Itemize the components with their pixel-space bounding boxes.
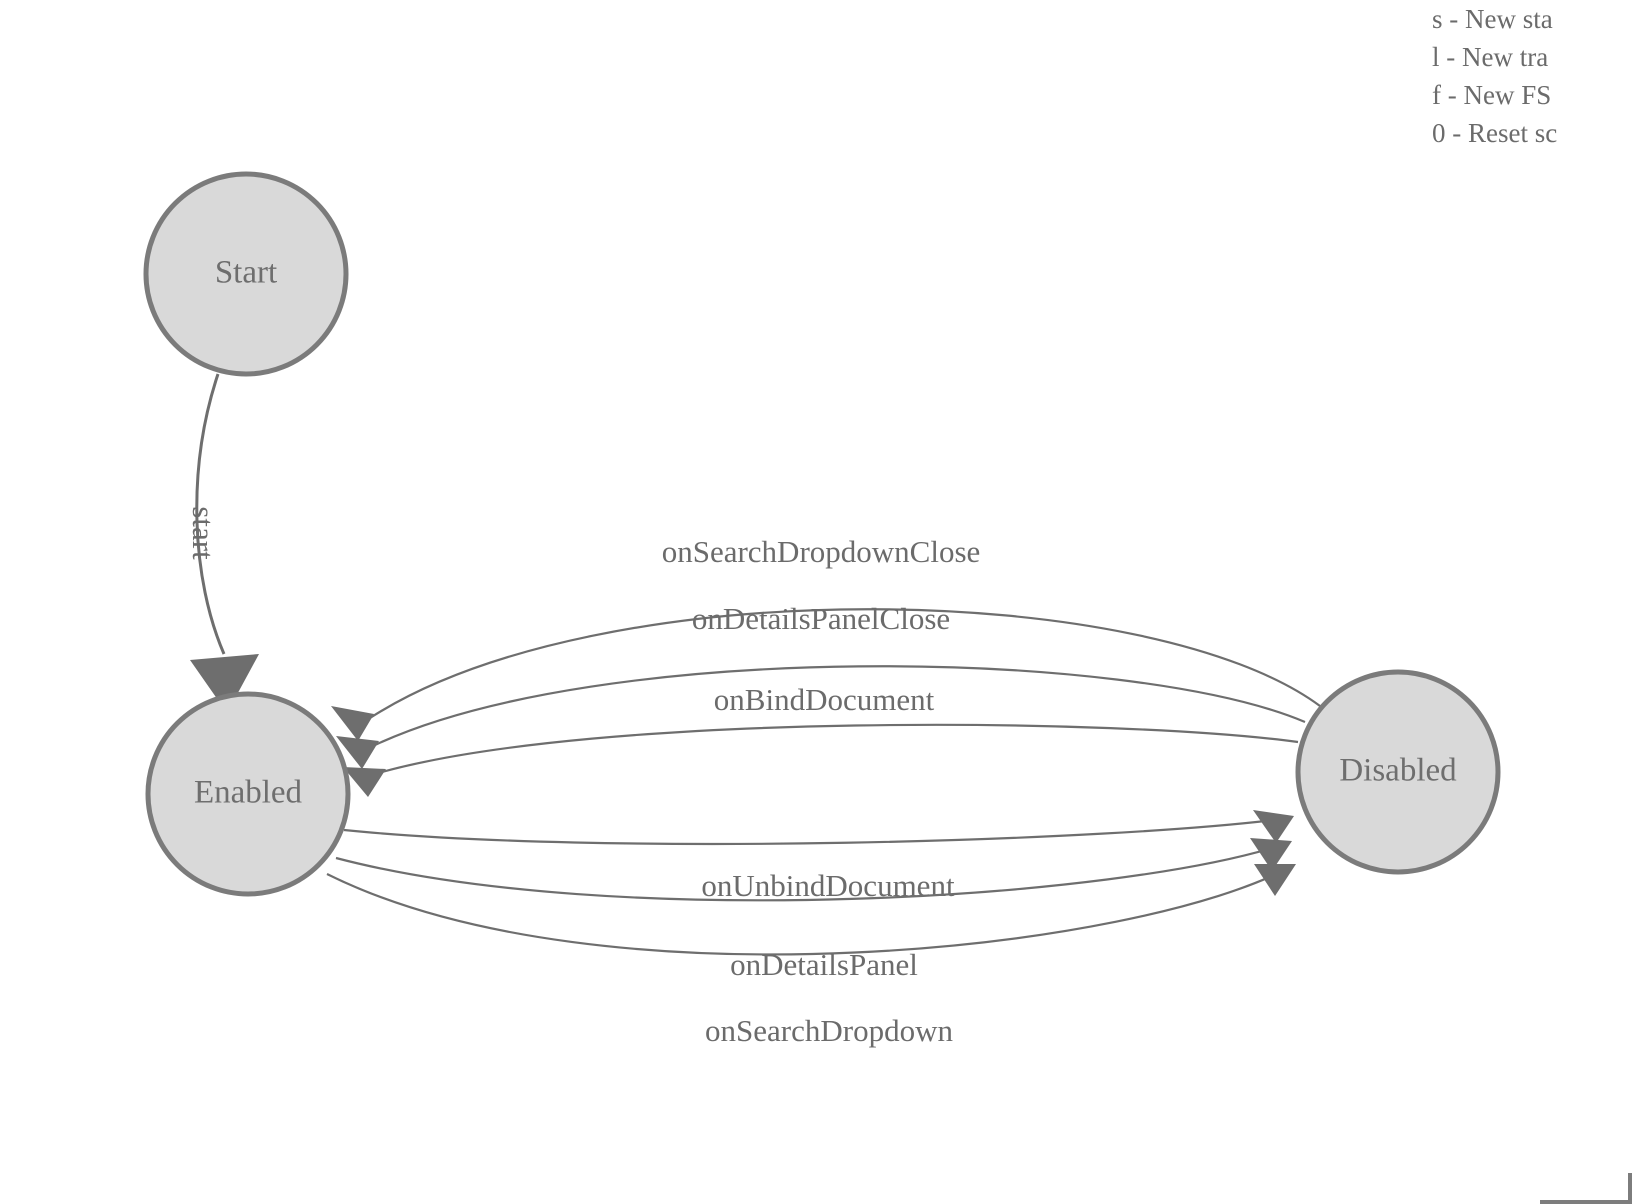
transition-start[interactable]: start xyxy=(186,373,259,713)
transition-label: onUnbindDocument xyxy=(701,868,955,903)
keyboard-shortcut-help: s - New sta l - New tra f - New FS 0 - R… xyxy=(1432,0,1632,152)
state-circle[interactable] xyxy=(1295,669,1501,875)
transition-on-unbind-document[interactable]: onUnbindDocument xyxy=(343,810,1294,903)
transition-path[interactable] xyxy=(369,608,1321,719)
arrowhead-icon xyxy=(1253,810,1294,843)
state-node-disabled[interactable]: Disabled xyxy=(1295,669,1501,875)
transition-path[interactable] xyxy=(343,816,1291,846)
state-label: Enabled xyxy=(194,775,303,811)
arrowhead-icon xyxy=(1254,864,1296,896)
transition-label: onSearchDropdownClose xyxy=(662,534,981,569)
transition-on-bind-document[interactable]: onBindDocument xyxy=(343,682,1299,797)
frame-border-bottom xyxy=(1540,1200,1632,1204)
arrowhead-icon xyxy=(1250,838,1292,871)
transition-path[interactable] xyxy=(381,723,1299,774)
transition-path[interactable] xyxy=(326,865,1293,956)
arrowhead-icon xyxy=(336,736,379,769)
transition-label: onSearchDropdown xyxy=(705,1013,953,1048)
transition-path[interactable] xyxy=(374,665,1306,746)
arrowhead-icon xyxy=(190,654,259,713)
help-line-new-state: s - New sta xyxy=(1432,4,1553,34)
help-line-new-fsm: f - New FS xyxy=(1432,80,1552,110)
arrowhead-icon xyxy=(343,767,386,797)
transition-on-details-panel-close[interactable]: onDetailsPanelClose xyxy=(336,601,1306,769)
state-circle[interactable] xyxy=(143,171,349,377)
state-node-enabled[interactable]: Enabled xyxy=(145,691,351,897)
state-label: Start xyxy=(215,255,277,291)
transition-on-search-dropdown[interactable]: onSearchDropdown xyxy=(326,864,1296,1048)
frame-border-right xyxy=(1628,1173,1632,1204)
help-line-reset-scale: 0 - Reset sc xyxy=(1432,118,1558,148)
transition-label: onDetailsPanelClose xyxy=(692,601,950,636)
transition-on-details-panel[interactable]: onDetailsPanel xyxy=(335,838,1292,982)
help-line-new-transition: l - New tra xyxy=(1432,42,1549,72)
arrowhead-icon xyxy=(331,706,374,741)
transition-path[interactable] xyxy=(195,373,226,655)
state-label: Disabled xyxy=(1339,753,1457,789)
state-circle[interactable] xyxy=(145,691,351,897)
transition-label: start xyxy=(186,506,221,560)
state-node-start[interactable]: Start xyxy=(143,171,349,377)
transition-on-search-dropdown-close[interactable]: onSearchDropdownClose xyxy=(331,534,1321,741)
transition-label: onDetailsPanel xyxy=(730,947,918,982)
transition-label: onBindDocument xyxy=(714,682,935,717)
transition-path[interactable] xyxy=(335,841,1289,902)
